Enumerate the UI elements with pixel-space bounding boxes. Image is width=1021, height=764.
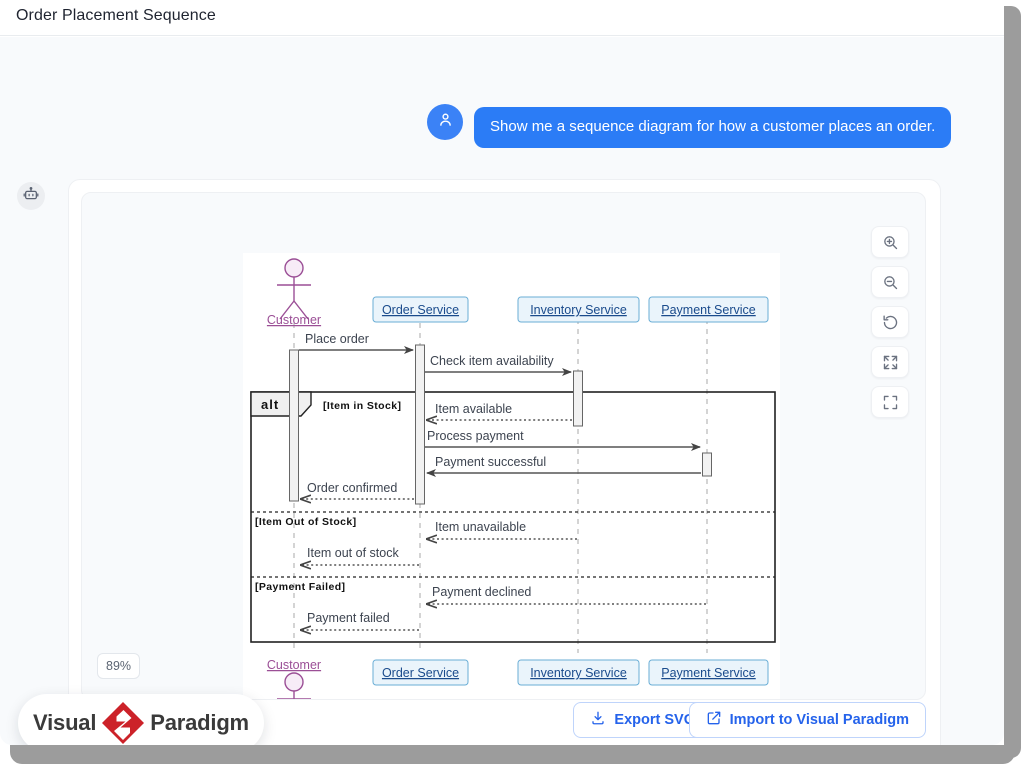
message-item-out-of-stock: Item out of stock bbox=[301, 546, 419, 565]
user-message-text: Show me a sequence diagram for how a cus… bbox=[490, 118, 936, 135]
participant-label-order-top: Order Service bbox=[382, 303, 459, 317]
message-item-unavailable: Item unavailable bbox=[427, 520, 577, 539]
message-label-item-available: Item available bbox=[435, 402, 512, 416]
activation-bars bbox=[289, 344, 712, 505]
app-window: Order Placement Sequence Show me a seque… bbox=[0, 0, 1004, 745]
actor-customer-bottom bbox=[277, 672, 311, 699]
download-icon bbox=[590, 710, 606, 730]
message-label-item-unavailable: Item unavailable bbox=[435, 520, 526, 534]
conversation-area: Show me a sequence diagram for how a cus… bbox=[0, 37, 1004, 745]
message-place-order: Place order bbox=[299, 332, 414, 354]
robot-icon bbox=[23, 186, 39, 207]
message-process-payment: Process payment bbox=[425, 429, 701, 451]
participant-box-inventory-top: Inventory Service bbox=[517, 296, 640, 323]
export-svg-label: Export SVG bbox=[614, 712, 695, 728]
message-label-item-out-of-stock: Item out of stock bbox=[307, 546, 399, 560]
assistant-avatar bbox=[17, 182, 45, 210]
magnifier-minus-icon bbox=[882, 274, 899, 291]
zoom-toolbar bbox=[871, 226, 913, 426]
participant-label-customer-bottom: Customer bbox=[267, 658, 321, 672]
alt-operator-label: alt bbox=[261, 397, 279, 412]
message-label-order-confirmed: Order confirmed bbox=[307, 481, 397, 495]
message-label-payment-failed: Payment failed bbox=[307, 611, 390, 625]
person-icon bbox=[437, 111, 454, 133]
message-item-available: Item available bbox=[427, 402, 572, 420]
page-title: Order Placement Sequence bbox=[16, 7, 216, 24]
message-order-confirmed: Order confirmed bbox=[301, 481, 414, 499]
card-footer: Export SVG Import to Visual Paradigm bbox=[69, 702, 942, 742]
message-label-place-order: Place order bbox=[305, 332, 369, 346]
alt-guard-3: [Payment Failed] bbox=[255, 581, 345, 593]
magnifier-plus-icon bbox=[882, 234, 899, 251]
participant-label-payment-bottom: Payment Service bbox=[661, 666, 756, 680]
title-bar: Order Placement Sequence bbox=[0, 0, 1004, 36]
fullscreen-button[interactable] bbox=[871, 386, 909, 418]
participant-box-payment-top: Payment Service bbox=[648, 296, 769, 323]
participant-box-order-bottom: Order Service bbox=[372, 659, 469, 686]
import-to-visual-paradigm-button[interactable]: Import to Visual Paradigm bbox=[688, 702, 926, 738]
visual-paradigm-logo: Visual Paradigm bbox=[18, 694, 264, 745]
import-label: Import to Visual Paradigm bbox=[729, 712, 909, 728]
participant-label-order-bottom: Order Service bbox=[382, 666, 459, 680]
participant-label-payment-top: Payment Service bbox=[661, 303, 756, 317]
rotate-ccw-icon bbox=[882, 314, 899, 331]
zoom-out-button[interactable] bbox=[871, 266, 909, 298]
alt-guard-1: [Item in Stock] bbox=[323, 400, 401, 412]
sequence-diagram-svg: Customer Order Service Inventory Service bbox=[250, 258, 776, 699]
message-label-payment-declined: Payment declined bbox=[432, 585, 531, 599]
vp-diamond-icon bbox=[100, 700, 146, 745]
message-label-check-item-availability: Check item availability bbox=[430, 354, 554, 368]
fit-screen-button[interactable] bbox=[871, 346, 909, 378]
actor-customer-top bbox=[277, 258, 311, 320]
user-message-bubble: Show me a sequence diagram for how a cus… bbox=[474, 107, 952, 148]
external-link-icon bbox=[706, 710, 722, 730]
zoom-level-badge[interactable]: 89% bbox=[97, 653, 141, 679]
expand-arrows-icon bbox=[882, 354, 899, 371]
brand-word-left: Visual bbox=[33, 710, 97, 735]
participant-label-customer-top: Customer bbox=[267, 313, 321, 327]
reset-view-button[interactable] bbox=[871, 306, 909, 338]
message-label-payment-successful: Payment successful bbox=[435, 455, 546, 469]
participant-box-inventory-bottom: Inventory Service bbox=[517, 659, 640, 686]
message-check-item-availability: Check item availability bbox=[425, 354, 572, 376]
alt-guard-2: [Item Out of Stock] bbox=[255, 516, 357, 528]
diagram-canvas[interactable]: Customer Order Service Inventory Service bbox=[81, 192, 926, 700]
message-payment-successful: Payment successful bbox=[426, 455, 701, 477]
zoom-in-button[interactable] bbox=[871, 226, 909, 258]
participant-label-inventory-top: Inventory Service bbox=[530, 303, 627, 317]
participant-box-order-top: Order Service bbox=[372, 296, 469, 323]
message-payment-declined: Payment declined bbox=[427, 585, 706, 604]
window-frame-bottom-edge bbox=[10, 745, 1015, 764]
user-avatar bbox=[427, 104, 463, 140]
message-label-process-payment: Process payment bbox=[427, 429, 524, 443]
diagram-sheet: Customer Order Service Inventory Service bbox=[243, 253, 780, 699]
message-payment-failed: Payment failed bbox=[301, 611, 419, 630]
participant-label-inventory-bottom: Inventory Service bbox=[530, 666, 627, 680]
participant-box-payment-bottom: Payment Service bbox=[648, 659, 769, 686]
diagram-answer-card: Customer Order Service Inventory Service bbox=[68, 179, 941, 745]
zoom-level-text: 89% bbox=[106, 659, 132, 673]
window-frame-right-edge bbox=[1004, 6, 1021, 758]
brand-word-right: Paradigm bbox=[150, 710, 249, 735]
fullscreen-frame-icon bbox=[882, 394, 899, 411]
